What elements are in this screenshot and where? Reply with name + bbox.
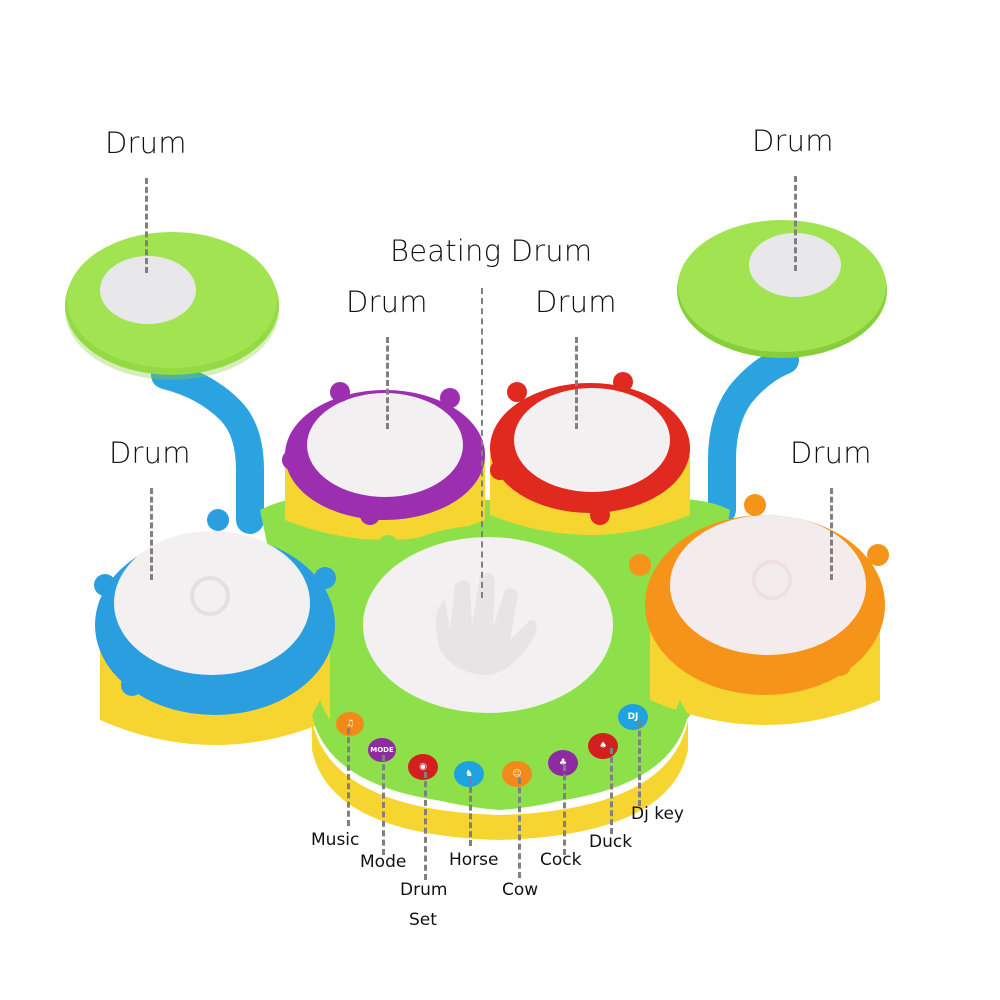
leader-cock: [563, 765, 566, 855]
music-icon: ♫: [345, 719, 355, 729]
label-mode: Mode: [360, 852, 407, 872]
label-cow: Cow: [502, 880, 539, 900]
drum-orange[interactable]: [629, 494, 889, 725]
drum-red[interactable]: [490, 372, 690, 535]
leader-left-cymbal: [145, 178, 148, 273]
leader-beating-drum: [481, 288, 483, 598]
mode-icon: MODE: [370, 746, 394, 754]
leader-cow: [518, 778, 521, 878]
leader-blue-drum: [150, 488, 153, 580]
label-music: Music: [311, 830, 360, 850]
drum-purple[interactable]: [282, 382, 485, 540]
right-cymbal[interactable]: [677, 220, 887, 358]
leader-right-cymbal: [794, 176, 797, 271]
label-red-drum: Drum: [535, 285, 617, 319]
label-drum-set-line2: Set: [409, 910, 437, 930]
drum-blue[interactable]: [94, 509, 336, 745]
duck-icon: ♠: [598, 741, 608, 751]
label-duck: Duck: [589, 832, 633, 852]
label-left-cymbal: Drum: [105, 126, 187, 160]
leader-mode: [382, 755, 385, 855]
button-drum-set[interactable]: ◉: [408, 754, 438, 780]
leader-drum-set: [424, 772, 427, 880]
leader-purple-drum: [386, 337, 389, 429]
button-dj-key[interactable]: DJ: [618, 704, 648, 730]
cow-icon: ☺: [512, 769, 522, 779]
label-blue-drum: Drum: [109, 436, 191, 470]
leader-orange-drum: [830, 488, 833, 580]
left-stand: [151, 361, 264, 534]
cock-icon: ♣: [558, 758, 568, 768]
label-horse: Horse: [449, 850, 499, 870]
label-beating-drum: Beating Drum: [390, 234, 593, 268]
leader-red-drum: [575, 337, 578, 429]
button-cow[interactable]: ☺: [502, 761, 532, 787]
beating-drum-base: [312, 720, 688, 840]
button-duck[interactable]: ♠: [588, 733, 618, 759]
beating-drum[interactable]: [340, 525, 640, 735]
label-orange-drum: Drum: [790, 436, 872, 470]
label-dj-key: Dj key: [631, 804, 684, 824]
leader-duck: [610, 748, 613, 834]
horse-icon: ♞: [464, 769, 474, 779]
button-music[interactable]: ♫: [336, 712, 364, 736]
label-purple-drum: Drum: [346, 285, 428, 319]
left-cymbal[interactable]: [65, 232, 279, 380]
right-stand: [708, 346, 799, 524]
drum-set-icon: ◉: [419, 762, 427, 772]
leader-music: [347, 728, 350, 826]
label-right-cymbal: Drum: [752, 124, 834, 158]
leader-horse: [469, 778, 472, 846]
leader-dj-key: [638, 722, 641, 806]
dj-icon: DJ: [627, 712, 639, 722]
label-cock: Cock: [540, 850, 582, 870]
label-drum-set-line1: Drum: [400, 880, 448, 900]
